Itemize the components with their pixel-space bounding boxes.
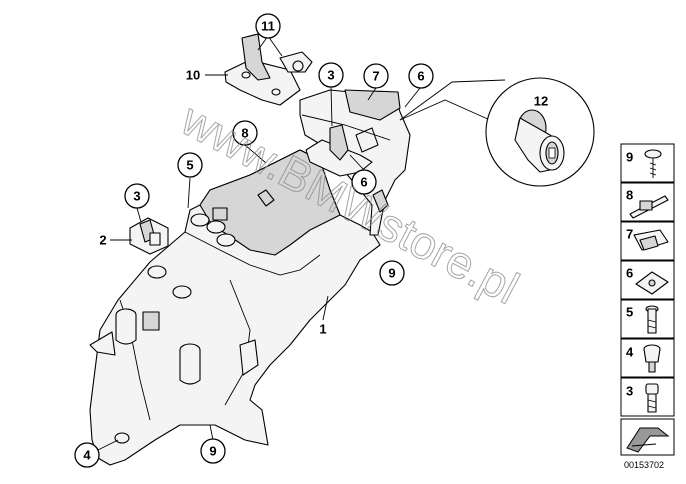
svg-text:9: 9 (209, 444, 216, 459)
callout-5[interactable]: 5 (177, 152, 203, 178)
diagram-code: 00153702 (624, 460, 664, 470)
callout-9-mid[interactable]: 9 (379, 260, 405, 286)
svg-text:1: 1 (319, 322, 326, 337)
callout-6-top[interactable]: 6 (408, 63, 434, 89)
callout-3-top[interactable]: 3 (318, 62, 344, 88)
svg-text:3: 3 (133, 189, 140, 204)
svg-text:4: 4 (626, 345, 634, 360)
callout-7[interactable]: 7 (363, 63, 389, 89)
hex-screw-icon (645, 383, 659, 413)
legend-item-9[interactable]: 9 (620, 143, 675, 183)
svg-text:6: 6 (626, 266, 633, 281)
screw-icon (644, 149, 662, 178)
callout-1[interactable]: 1 (319, 322, 326, 337)
lock-cylinder-icon (514, 109, 565, 173)
svg-text:6: 6 (417, 69, 424, 84)
legend-item-3[interactable]: 3 (620, 377, 675, 417)
callout-6-mid[interactable]: 6 (351, 169, 377, 195)
cable-tie-icon (629, 195, 669, 219)
legend-arrow-box (620, 418, 675, 456)
legend-item-4[interactable]: 4 (620, 338, 675, 378)
svg-text:9: 9 (388, 266, 395, 281)
svg-text:5: 5 (186, 158, 193, 173)
svg-text:8: 8 (241, 126, 248, 141)
callout-9-bottom[interactable]: 9 (200, 438, 226, 464)
svg-text:7: 7 (372, 69, 379, 84)
upper-bracket-part[interactable] (299, 89, 411, 236)
rubber-buffer-icon (643, 344, 661, 373)
callout-8[interactable]: 8 (232, 120, 258, 146)
svg-text:3: 3 (327, 68, 334, 83)
svg-text:2: 2 (99, 233, 106, 248)
small-clip-bracket-part[interactable] (129, 217, 169, 255)
bolt-icon (645, 305, 659, 334)
callout-4[interactable]: 4 (74, 442, 100, 468)
svg-text:12: 12 (534, 94, 548, 109)
callout-3-left[interactable]: 3 (124, 183, 150, 209)
svg-text:9: 9 (626, 150, 633, 165)
svg-text:11: 11 (261, 19, 275, 34)
svg-text:8: 8 (626, 188, 633, 203)
lock-detail-bubble[interactable] (399, 77, 595, 187)
callout-2[interactable]: 2 (99, 233, 106, 248)
parts-legend: 9 8 7 (620, 143, 675, 470)
legend-item-6[interactable]: 6 (620, 260, 675, 300)
svg-text:3: 3 (626, 384, 633, 399)
callout-leaders (97, 35, 421, 451)
hinge-bracket-part[interactable] (224, 33, 313, 106)
svg-text:6: 6 (360, 175, 367, 190)
legend-item-5[interactable]: 5 (620, 299, 675, 339)
callout-10[interactable]: 10 (186, 68, 200, 83)
legend-item-8[interactable]: 8 (620, 182, 675, 222)
clip-bracket-icon (633, 229, 669, 251)
svg-text:5: 5 (626, 305, 633, 320)
svg-text:4: 4 (83, 448, 91, 463)
rear-fender-part[interactable] (89, 149, 381, 466)
legend-item-7[interactable]: 7 (620, 221, 675, 261)
speed-nut-icon (635, 271, 669, 295)
svg-text:10: 10 (186, 68, 200, 83)
callout-11[interactable]: 11 (255, 13, 281, 39)
callout-12[interactable]: 12 (534, 94, 548, 109)
svg-text:7: 7 (626, 227, 633, 242)
